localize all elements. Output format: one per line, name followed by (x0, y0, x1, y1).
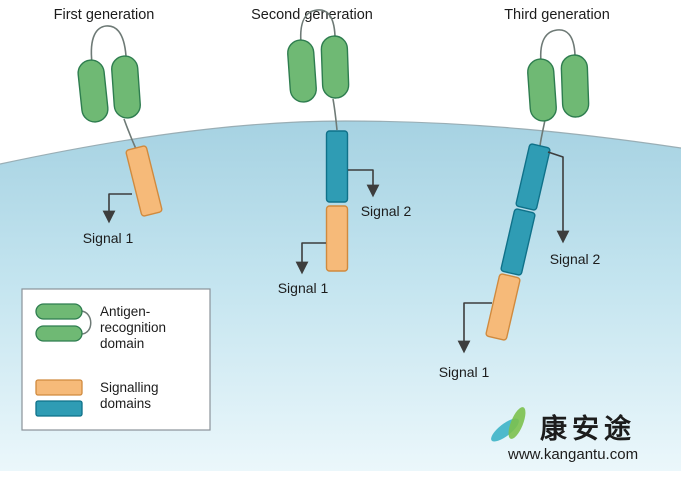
signalling-domain-orange (485, 273, 521, 341)
signal-1-label: Signal 1 (439, 364, 490, 380)
signal-1-arrow (295, 242, 326, 275)
second-generation-title: Second generation (251, 7, 373, 23)
receptor-stem (332, 98, 338, 131)
antigen-capsule-right (320, 35, 350, 99)
linker-loop (90, 25, 127, 64)
costimulatory-domain-teal-2 (500, 208, 536, 276)
legend-signalling-label: Signalling (100, 380, 159, 395)
cell-membrane-line (0, 120, 681, 165)
third-generation-title: Third generation (504, 7, 610, 23)
legend-antigen-label: recognition (100, 320, 166, 335)
watermark: 康安途 www.kangantu.com (491, 407, 638, 463)
legend-signalling-label: domains (100, 396, 151, 411)
signalling-domain-orange (125, 145, 163, 217)
watermark-brand: 康安途 (540, 413, 636, 444)
signal-2-arrow (348, 169, 380, 198)
third-generation-receptor: Signal 2 Signal 1 (439, 29, 601, 380)
antigen-capsule-right (560, 54, 590, 118)
antigen-capsule-left (527, 58, 557, 122)
signal-2-bracket-arrow (547, 151, 570, 244)
legend-signalling-icon-teal (35, 400, 83, 417)
receptor-stem (123, 118, 137, 150)
legend-linker-loop (80, 310, 92, 335)
linker-loop (299, 9, 336, 44)
first-generation-title: First generation (54, 7, 155, 23)
receptor-stem (539, 119, 546, 147)
watermark-url: www.kangantu.com (507, 446, 638, 463)
second-generation-receptor: Signal 2 Signal 1 (278, 9, 412, 296)
costimulatory-domain-teal (325, 130, 349, 203)
legend: Antigen- recognition domain Signalling d… (21, 288, 211, 431)
linker-loop (539, 29, 576, 63)
legend-antigen-capsule-top (35, 303, 83, 320)
signal-1-label: Signal 1 (83, 230, 134, 246)
antigen-capsule-left (287, 39, 317, 103)
signal-2-label: Signal 2 (361, 203, 412, 219)
signal-1-arrow (102, 193, 132, 224)
legend-antigen-capsule-bottom (35, 325, 83, 342)
signal-1-arrow (457, 302, 492, 354)
signalling-domain-orange (325, 205, 349, 272)
costimulatory-domain-teal-1 (515, 143, 551, 211)
legend-antigen-label: domain (100, 336, 144, 351)
antigen-capsule-right (111, 55, 141, 119)
bottom-margin (0, 471, 681, 480)
legend-antigen-label: Antigen- (100, 304, 150, 319)
legend-signalling-icon-orange (35, 379, 83, 396)
first-generation-receptor: Signal 1 (77, 25, 163, 246)
watermark-leaf-icon (508, 407, 526, 439)
signal-1-label: Signal 1 (278, 280, 329, 296)
signal-2-label: Signal 2 (550, 251, 601, 267)
antigen-capsule-left (77, 59, 109, 123)
